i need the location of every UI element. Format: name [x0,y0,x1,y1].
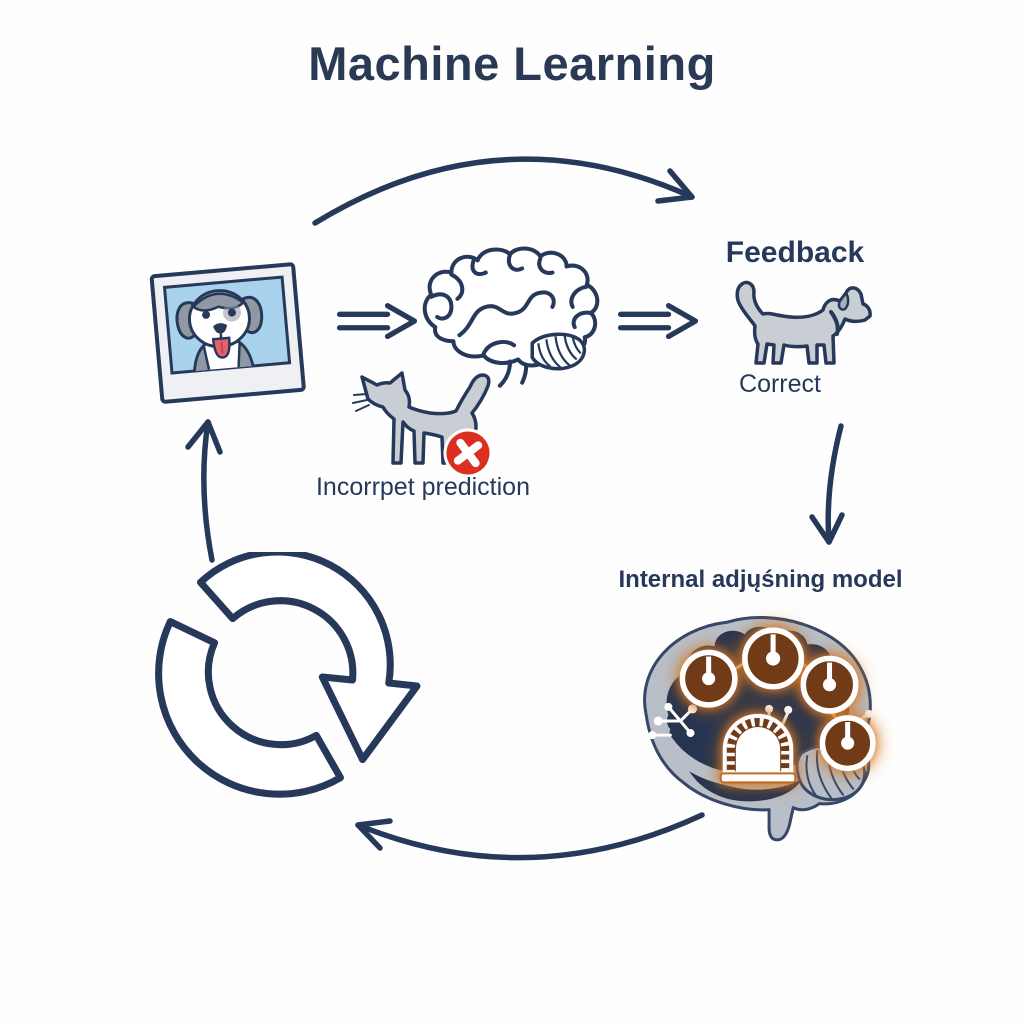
curved-arrow-top-icon [312,156,695,226]
brain-icon [422,246,600,388]
brain-gears-icon [643,616,878,842]
cat-with-error-badge-icon [352,371,493,478]
feedback-title: Feedback [725,236,865,269]
correct-label: Correct [739,370,821,398]
dome-gauge [719,713,797,784]
page-title: Machine Learning [308,37,716,90]
curved-arrow-up-icon [185,419,223,563]
double-arrow-right-icon [336,303,418,340]
dog-icon [735,280,872,365]
double-arrow-right-icon [617,303,699,340]
curved-arrow-bottom-icon [355,812,705,861]
dog-photo-icon [149,262,306,404]
error-x-icon [443,428,493,478]
cycle-arrows-icon [155,552,421,798]
incorrect-prediction-label: Incorrpet prediction [315,473,530,501]
curved-arrow-down-icon [809,423,845,545]
gauge-dials [679,627,876,772]
internal-adjusting-label: Internal adjųśning model [618,566,903,593]
